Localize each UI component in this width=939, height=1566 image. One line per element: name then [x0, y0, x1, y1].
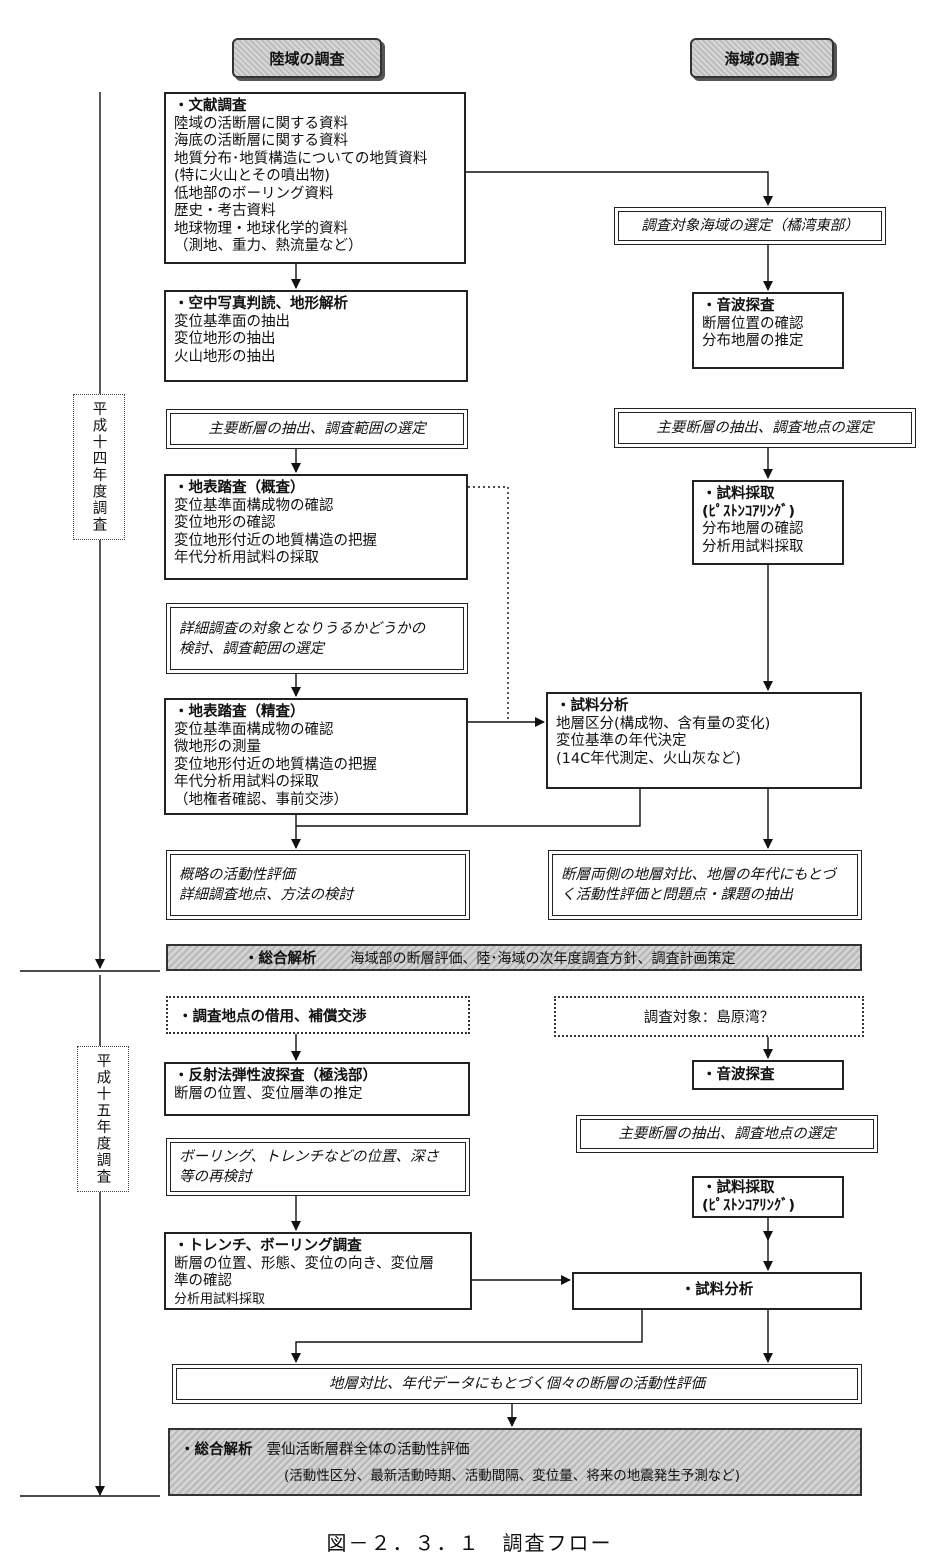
seismic-line: 断層の位置、変位層準の推定: [174, 1085, 363, 1102]
sonic-line: 分布地層の推定: [702, 333, 804, 349]
sonic-survey-box: ・音波探査 断層位置の確認 分布地層の推定: [692, 292, 844, 369]
figure-caption: 図－２．３．１ 調査フロー: [326, 1531, 613, 1555]
analysis-line: 地層区分(構成物、含有量の変化): [556, 715, 771, 732]
survey1-line: 年代分析用試料の採取: [174, 550, 319, 566]
trench-line: 断層の位置、形態、変位の向き、変位層: [174, 1255, 434, 1272]
aerial-line: 変位地形の抽出: [174, 331, 276, 347]
trench-boring-box: ・トレンチ、ボーリング調査 断層の位置、形態、変位の向き、変位層 準の確認 分析…: [164, 1232, 472, 1310]
sea-survey-header: 海域の調査: [690, 38, 834, 78]
land-fault-extract-box: 主要断層の抽出、調査範囲の選定: [166, 409, 468, 449]
sea-eval-line: く活動性評価と問題点・課題の抽出: [561, 887, 793, 903]
year-h15-label: 平成十五年度調査: [77, 1046, 129, 1192]
seismic-survey-box: ・反射法弾性波探査（極浅部） 断層の位置、変位層準の推定: [164, 1062, 470, 1116]
literature-survey-box: ・文献調査 陸域の活断層に関する資料 海底の活断層に関する資料 地質分布･地質構…: [164, 92, 466, 264]
literature-line: 陸域の活断層に関する資料: [174, 115, 348, 132]
trench-line: 準の確認: [174, 1273, 232, 1289]
aerial-photo-box: ・空中写真判読、地形解析 変位基準面の抽出 変位地形の抽出 火山地形の抽出: [164, 290, 468, 382]
sea-fault-extract-2-text: 主要断層の抽出、調査地点の選定: [618, 1126, 836, 1142]
synthesis-1-title: ・総合解析: [244, 951, 317, 967]
land-lease-box: ・調査地点の借用、補償交渉: [166, 996, 470, 1034]
synthesis-2-box: ・総合解析雲仙活断層群全体の活動性評価 (活動性区分、最新活動時期、活動間隔、変…: [168, 1428, 862, 1496]
year-h15-text: 平成十五年度調査: [94, 1053, 111, 1185]
sea-area-select-box: 調査対象海域の選定（橘湾東部）: [614, 207, 886, 245]
land-lease-text: ・調査地点の借用、補償交渉: [178, 1008, 367, 1025]
aerial-photo-title: ・空中写真判読、地形解析: [174, 296, 348, 312]
synthesis-2-title: ・総合解析: [180, 1442, 253, 1458]
detail-target-box: 詳細調査の対象となりうるかどうかの検討、調査範囲の選定: [166, 603, 468, 674]
sampling2-line: (ﾋﾟｽﾄﾝｺｱﾘﾝｸﾞ): [702, 1197, 796, 1214]
sample-analysis-box: ・試料分析 地層区分(構成物、含有量の変化) 変位基準の年代決定 (14C年代測…: [546, 692, 862, 789]
land-eval-line: 概略の活動性評価: [179, 867, 295, 883]
detail-target-line: 検討、調査範囲の選定: [179, 640, 324, 657]
aerial-line: 変位基準面の抽出: [174, 313, 290, 330]
detail-target-line: 詳細調査の対象となりうるかどうかの: [179, 620, 426, 637]
surface-survey-rough-title: ・地表踏査（概査）: [174, 480, 305, 496]
sea-area-select-text: 調査対象海域の選定（橘湾東部）: [641, 218, 859, 234]
sea-eval-line: 断層両側の地層対比、地層の年代にもとづ: [561, 867, 836, 883]
year-h14-text: 平成十四年度調査: [90, 401, 107, 533]
land-activity-eval-box: 概略の活動性評価詳細調査地点、方法の検討: [166, 850, 470, 920]
seismic-survey-title: ・反射法弾性波探査（極浅部）: [174, 1068, 377, 1084]
synthesis-2-text: 雲仙活断層群全体の活動性評価: [266, 1442, 470, 1458]
year-h14-label: 平成十四年度調査: [73, 394, 125, 540]
synthesis-1-bar: ・総合解析 海域部の断層評価、陸･海域の次年度調査方針、調査計画策定: [166, 944, 862, 971]
recheck-line: ボーリング、トレンチなどの位置、深さ: [179, 1149, 439, 1165]
strata-comparison-box: 地層対比、年代データにもとづく個々の断層の活動性評価: [172, 1364, 862, 1404]
surface-survey-rough-box: ・地表踏査（概査） 変位基準面構成物の確認 変位地形の確認 変位地形付近の地質構…: [164, 474, 468, 580]
sea-target-text: 調査対象：島原湾？: [643, 1010, 775, 1026]
surface-survey-detail-box: ・地表踏査（精査） 変位基準面構成物の確認 微地形の測量 変位地形付近の地質構造…: [164, 698, 468, 815]
literature-line: (特に火山とその噴出物): [174, 168, 330, 184]
literature-survey-title: ・文献調査: [174, 98, 247, 114]
sonic-survey-2-box: ・音波探査: [692, 1060, 844, 1090]
sonic-line: 断層位置の確認: [702, 315, 804, 332]
trench-boring-title: ・トレンチ、ボーリング調査: [174, 1238, 362, 1254]
sample-analysis-title: ・試料分析: [556, 698, 629, 714]
sea-fault-extract-text: 主要断層の抽出、調査地点の選定: [656, 420, 874, 436]
sampling-line: 分析用試料採取: [702, 538, 804, 555]
survey2-line: 微地形の測量: [174, 739, 261, 755]
sea-target-box: 調査対象：島原湾？: [554, 996, 864, 1037]
sonic-survey-title: ・音波探査: [702, 298, 775, 314]
sea-activity-eval-box: 断層両側の地層対比、地層の年代にもとづく活動性評価と問題点・課題の抽出: [548, 850, 862, 920]
literature-line: 低地部のボーリング資料: [174, 185, 334, 202]
recheck-box: ボーリング、トレンチなどの位置、深さ等の再検討: [166, 1138, 470, 1196]
sample-collect-2-title: ・試料採取: [702, 1180, 775, 1196]
survey1-line: 変位基準面構成物の確認: [174, 497, 334, 514]
survey1-line: 変位地形の確認: [174, 515, 276, 531]
survey2-line: 変位地形付近の地質構造の把握: [174, 756, 377, 773]
literature-line: 歴史・考古資料: [174, 203, 276, 219]
analysis-line: 変位基準の年代決定: [556, 733, 687, 749]
literature-line: 地質分布･地質構造についての地質資料: [174, 150, 428, 167]
surface-survey-detail-title: ・地表踏査（精査）: [174, 704, 305, 720]
sample-collect-2-box: ・試料採取 (ﾋﾟｽﾄﾝｺｱﾘﾝｸﾞ): [692, 1176, 844, 1218]
sonic-survey-2-title: ・音波探査: [702, 1067, 775, 1083]
sampling-line: (ﾋﾟｽﾄﾝｺｱﾘﾝｸﾞ): [702, 503, 796, 520]
land-fault-extract-text: 主要断層の抽出、調査範囲の選定: [208, 421, 426, 437]
sea-fault-extract-2-box: 主要断層の抽出、調査地点の選定: [576, 1115, 878, 1153]
sample-analysis-2-title: ・試料分析: [680, 1282, 754, 1299]
synthesis-2-sub: (活動性区分、最新活動時期、活動間隔、変位量、将来の地震発生予測など): [284, 1468, 741, 1484]
literature-line: 地球物理・地球化学的資料: [174, 220, 348, 237]
survey1-line: 変位地形付近の地質構造の把握: [174, 532, 377, 549]
sample-collect-box: ・試料採取 (ﾋﾟｽﾄﾝｺｱﾘﾝｸﾞ) 分布地層の確認 分析用試料採取: [692, 480, 844, 565]
sample-collect-title: ・試料採取: [702, 486, 775, 502]
strata-comparison-text: 地層対比、年代データにもとづく個々の断層の活動性評価: [328, 1376, 706, 1392]
synthesis-1-text: 海域部の断層評価、陸･海域の次年度調査方針、調査計画策定: [350, 950, 736, 967]
sample-analysis-2-box: ・試料分析: [572, 1272, 862, 1310]
land-eval-line: 詳細調査地点、方法の検討: [179, 887, 353, 903]
literature-line: （測地、重力、熱流量など）: [174, 238, 363, 254]
sea-fault-extract-box: 主要断層の抽出、調査地点の選定: [614, 408, 916, 448]
trench-line: 分析用試料採取: [174, 1291, 266, 1307]
survey2-line: （地権者確認、事前交渉）: [174, 791, 348, 808]
aerial-line: 火山地形の抽出: [174, 348, 276, 365]
literature-line: 海底の活断層に関する資料: [174, 133, 348, 149]
survey2-line: 変位基準面構成物の確認: [174, 721, 334, 738]
analysis-line: (14C年代測定、火山灰など): [556, 750, 741, 767]
land-survey-header: 陸域の調査: [232, 38, 382, 78]
recheck-line: 等の再検討: [179, 1169, 252, 1185]
sampling-line: 分布地層の確認: [702, 521, 804, 537]
sea-survey-header-label: 海域の調査: [724, 49, 800, 68]
land-survey-header-label: 陸域の調査: [269, 49, 345, 68]
survey2-line: 年代分析用試料の採取: [174, 774, 319, 790]
